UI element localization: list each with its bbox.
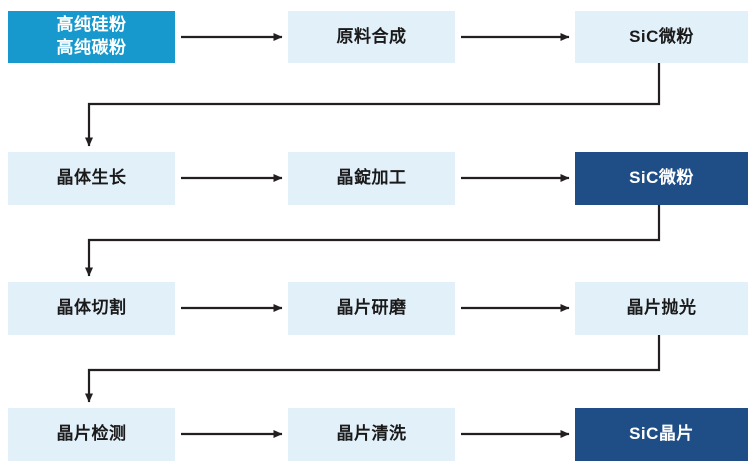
process-node-label: 晶体切割 [56, 298, 127, 318]
process-node-n4[interactable]: 晶体生长 [8, 152, 175, 205]
process-node-n6[interactable]: SiC微粉 [575, 152, 748, 205]
process-node-n5[interactable]: 晶錠加工 [288, 152, 455, 205]
process-node-label: SiC微粉 [629, 168, 694, 188]
process-node-n12[interactable]: SiC晶片 [575, 408, 748, 461]
process-node-label: 高纯硅粉 高纯碳粉 [56, 15, 127, 57]
process-node-label: 晶片检测 [56, 424, 127, 444]
process-node-label: 原料合成 [336, 26, 407, 46]
process-node-n7[interactable]: 晶体切割 [8, 282, 175, 335]
process-node-label: 晶体生长 [56, 168, 127, 188]
flow-connector-c6 [85, 205, 661, 277]
process-node-label: 晶片清洗 [336, 424, 407, 444]
process-node-n11[interactable]: 晶片清洗 [288, 408, 455, 461]
process-node-n2[interactable]: 原料合成 [288, 11, 455, 63]
process-node-n9[interactable]: 晶片抛光 [575, 282, 748, 335]
flow-connector-c3 [85, 63, 661, 147]
process-node-n1[interactable]: 高纯硅粉 高纯碳粉 [8, 11, 175, 63]
process-node-label: 晶片研磨 [336, 298, 407, 318]
process-node-label: SiC微粉 [629, 26, 694, 46]
process-node-label: 晶片抛光 [626, 298, 697, 318]
process-node-n8[interactable]: 晶片研磨 [288, 282, 455, 335]
process-node-label: SiC晶片 [629, 424, 694, 444]
process-node-label: 晶錠加工 [336, 168, 407, 188]
flow-connector-c9 [85, 335, 661, 403]
process-node-n10[interactable]: 晶片检测 [8, 408, 175, 461]
process-node-n3[interactable]: SiC微粉 [575, 11, 748, 63]
